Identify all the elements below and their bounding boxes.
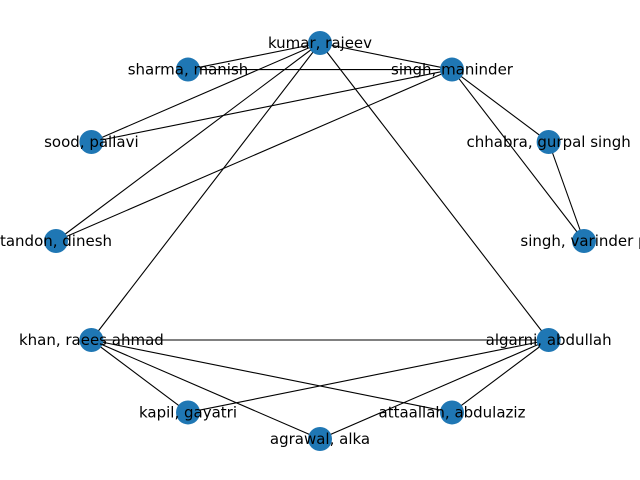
node-khan_raees[interactable] <box>79 328 104 352</box>
edge-singh_maninder-tandon_dinesh <box>55 69 453 242</box>
node-singh_maninder[interactable] <box>440 57 464 82</box>
node-sood_pallavi[interactable] <box>79 130 104 154</box>
edge-chhabra_gurpal-singh_varinder <box>548 141 585 242</box>
node-singh_varinder[interactable] <box>572 229 596 253</box>
node-agrawal_alka[interactable] <box>308 427 332 451</box>
node-tandon_dinesh[interactable] <box>44 229 68 253</box>
label-layer: kumar, rajeev singh, maninder chhabra, gur… <box>0 34 640 448</box>
node-label-agrawal_alka: agrawal, alka <box>270 430 370 448</box>
edge-kumar_rajeev-sood_pallavi <box>91 42 321 143</box>
edge-algarni_abdullah-attaallah_abdulaziz <box>451 339 549 413</box>
node-label-chhabra_gurpal: chhabra, gurpal singh <box>467 133 631 151</box>
node-label-algarni_abdullah: algarni, abdullah <box>486 331 612 349</box>
edge-algarni_abdullah-kapil_gayatri <box>187 339 549 414</box>
node-label-attaallah_abdulaziz: attaallah, abdulaziz <box>379 403 526 421</box>
edge-kumar_rajeev-khan_raees <box>90 42 321 341</box>
node-label-sharma_manish: sharma, manish <box>128 61 249 79</box>
node-chhabra_gurpal[interactable] <box>536 130 561 154</box>
edge-khan_raees-agrawal_alka <box>91 339 321 440</box>
node-label-singh_varinder: singh, varinder p <box>520 232 640 250</box>
node-label-kapil_gayatri: kapil, gayatri <box>139 403 237 421</box>
node-label-singh_maninder: singh, maninder <box>391 61 514 79</box>
edge-khan_raees-attaallah_abdulaziz <box>91 339 453 414</box>
node-label-khan_raees: khan, raees ahmad <box>19 331 164 349</box>
edge-kumar_rajeev-algarni_abdullah <box>319 42 550 341</box>
node-sharma_manish[interactable] <box>176 57 200 82</box>
node-layer <box>44 31 596 451</box>
node-label-tandon_dinesh: tandon, dinesh <box>0 232 112 250</box>
node-kapil_gayatri[interactable] <box>176 400 200 425</box>
node-attaallah_abdulaziz[interactable] <box>440 400 464 425</box>
node-label-sood_pallavi: sood, pallavi <box>44 133 139 151</box>
edge-layer <box>55 42 585 440</box>
edge-singh_maninder-chhabra_gurpal <box>451 69 549 143</box>
node-label-kumar_rajeev: kumar, rajeev <box>268 34 372 52</box>
edge-singh_maninder-sood_pallavi <box>91 68 453 143</box>
node-algarni_abdullah[interactable] <box>536 328 561 352</box>
edge-khan_raees-kapil_gayatri <box>91 339 189 413</box>
edge-kumar_rajeev-sharma_manish <box>187 42 321 71</box>
edge-kumar_rajeev-tandon_dinesh <box>55 42 321 242</box>
edge-kumar_rajeev-singh_maninder <box>319 42 453 71</box>
edge-algarni_abdullah-agrawal_alka <box>319 339 549 440</box>
node-kumar_rajeev[interactable] <box>308 31 332 55</box>
edge-singh_maninder-singh_varinder <box>451 69 585 242</box>
